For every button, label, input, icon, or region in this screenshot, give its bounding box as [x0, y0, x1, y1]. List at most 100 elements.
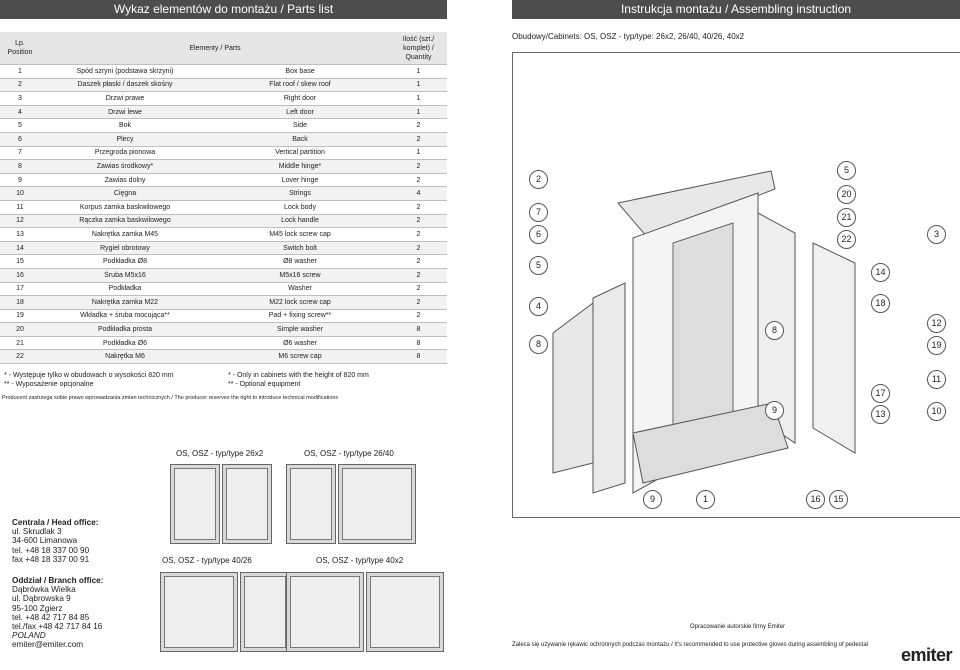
cabinet-26x2-left [170, 464, 220, 544]
row-part-pl: Podkładka [40, 282, 210, 297]
branch-office-line: ul. Dąbrowska 9 [12, 594, 71, 604]
row-position: 16 [0, 268, 40, 283]
row-part-en: Lover hinge [210, 173, 390, 188]
cabinet-26-40-right [338, 464, 416, 544]
row-quantity: 1 [390, 78, 447, 93]
row-quantity: 8 [390, 322, 447, 337]
row-position: 15 [0, 254, 40, 269]
country: POLAND [12, 631, 46, 641]
row-position: 8 [0, 159, 40, 174]
row-position: 19 [0, 309, 40, 324]
row-part-en: Left door [210, 105, 390, 120]
note-en-1: * - Only in cabinets with the height of … [228, 372, 369, 379]
row-quantity: 4 [390, 186, 447, 201]
row-part-en: M5x16 screw [210, 268, 390, 283]
assembly-drawing: 2 7 6 5 4 8 5 20 21 22 3 14 8 18 12 19 1… [512, 52, 960, 518]
row-position: 5 [0, 118, 40, 133]
row-part-pl: Przegroda pionowa [40, 146, 210, 161]
head-office-title: Centrala / Head office: [12, 518, 99, 527]
row-position: 13 [0, 227, 40, 242]
row-part-pl: Podkładka Ø6 [40, 336, 210, 351]
row-quantity: 1 [390, 91, 447, 106]
row-part-pl: Rączka zamka baskwilowego [40, 214, 210, 229]
row-quantity: 2 [390, 173, 447, 188]
row-position: 20 [0, 322, 40, 337]
row-part-en: Washer [210, 282, 390, 297]
callout: 6 [529, 225, 548, 244]
callout: 21 [837, 208, 856, 227]
row-part-en: Simple washer [210, 322, 390, 337]
row-position: 6 [0, 132, 40, 147]
row-part-pl: Podkładka Ø8 [40, 254, 210, 269]
variant-label-40x2: OS, OSZ - typ/type 40x2 [316, 556, 404, 565]
copyright: Opracowanie autorskie firmy Emiter [690, 624, 786, 630]
cabinets-caption: Obudowy/Cabinets: OS, OSZ - typ/type: 26… [512, 32, 745, 41]
row-quantity: 8 [390, 336, 447, 351]
row-part-pl: Śruba M5x16 [40, 268, 210, 283]
row-quantity: 2 [390, 227, 447, 242]
callout: 8 [529, 335, 548, 354]
row-part-pl: Zawias dolny [40, 173, 210, 188]
row-quantity: 2 [390, 118, 447, 133]
row-part-en: Middle hinge* [210, 159, 390, 174]
row-part-en: Right door [210, 91, 390, 106]
callout: 3 [927, 225, 946, 244]
head-office-line: tel. +48 18 337 00 90 [12, 545, 90, 555]
row-position: 4 [0, 105, 40, 120]
callout: 10 [927, 402, 946, 421]
row-part-pl: Korpus zamka baskwilowego [40, 200, 210, 215]
row-quantity: 1 [390, 105, 447, 120]
row-part-en: Lock handle [210, 214, 390, 229]
parts-table: Lp. Position Elementy / Parts Ilość (szt… [0, 32, 447, 365]
row-part-en: Ø6 washer [210, 336, 390, 351]
note-en-2: ** - Optional equipment [228, 381, 301, 388]
row-part-pl: Nakrętka zamka M45 [40, 227, 210, 242]
row-part-en: Switch bolt [210, 241, 390, 256]
row-position: 21 [0, 336, 40, 351]
head-office-line: fax +48 18 337 00 91 [12, 554, 90, 564]
row-position: 1 [0, 64, 40, 79]
row-position: 18 [0, 295, 40, 310]
callout: 4 [529, 297, 548, 316]
callout: 15 [829, 490, 848, 509]
row-part-pl: Spód szryni (podstawa skrzyni) [40, 64, 210, 79]
row-quantity: 2 [390, 282, 447, 297]
callout: 9 [643, 490, 662, 509]
row-quantity: 2 [390, 254, 447, 269]
exploded-view [552, 170, 856, 494]
producer-note: Producent zastrzega sobie prawo wprowadz… [2, 395, 339, 401]
row-position: 9 [0, 173, 40, 188]
branch-office: Oddział / Branch office: Dąbrówka Wielka… [12, 576, 103, 650]
cabinet-40-26-left [160, 572, 238, 652]
row-quantity: 1 [390, 64, 447, 79]
row-part-pl: Drzwi prawe [40, 91, 210, 106]
variant-label-26x2: OS, OSZ - typ/type 26x2 [176, 449, 264, 458]
row-quantity: 2 [390, 132, 447, 147]
row-position: 10 [0, 186, 40, 201]
row-part-en: Strings [210, 186, 390, 201]
row-part-en: Pad + fixing screw** [210, 309, 390, 324]
branch-office-line: Dąbrówka Wielka [12, 585, 76, 595]
row-part-en: M22 lock screw cap [210, 295, 390, 310]
row-part-en: M45 lock screw cap [210, 227, 390, 242]
row-part-pl: Podkładka prosta [40, 322, 210, 337]
row-part-en: Vertical partition [210, 146, 390, 161]
callout: 7 [529, 203, 548, 222]
row-quantity: 2 [390, 214, 447, 229]
row-quantity: 2 [390, 159, 447, 174]
row-quantity: 8 [390, 349, 447, 365]
row-part-pl: Rygiel obrotowy [40, 241, 210, 256]
emiter-logo: emiter [900, 645, 953, 665]
callout: 18 [871, 294, 890, 313]
